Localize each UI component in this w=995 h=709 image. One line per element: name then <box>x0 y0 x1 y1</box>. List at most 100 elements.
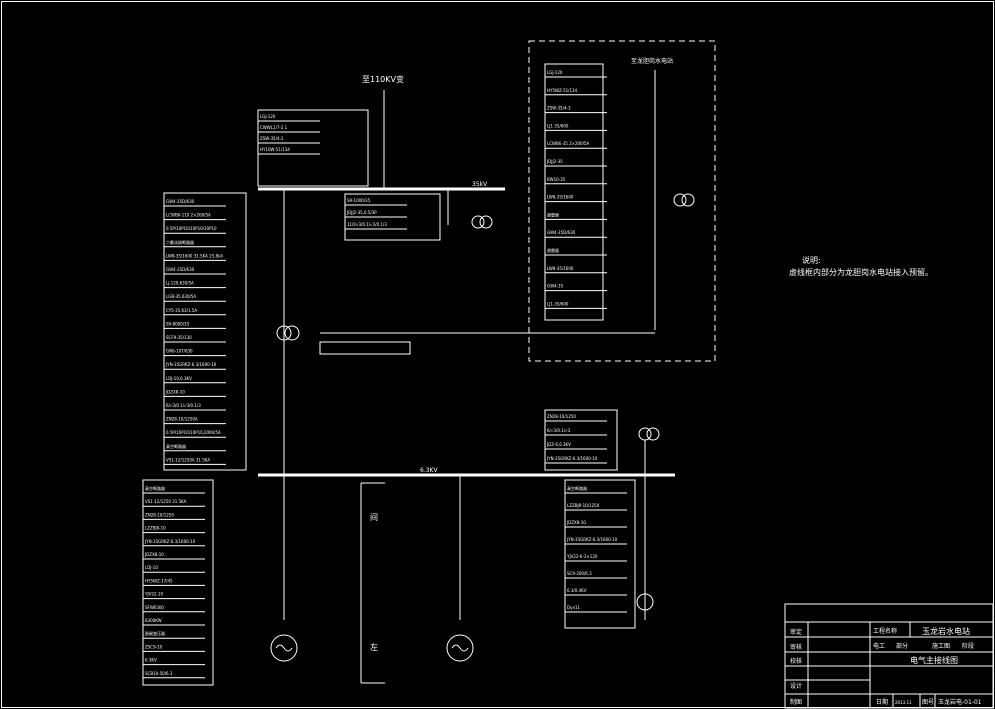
table-cell-gen-left: 6300KW <box>145 618 162 623</box>
table-cell-gen-left: YJV22-10 <box>144 592 163 597</box>
table-cell-right-reserve: LJ1-35/600 <box>547 301 569 306</box>
table-cell-left-main: 真空断路器 <box>166 443 186 449</box>
table-cell-top-line: CWWL1/7-2.1 <box>260 125 288 130</box>
table-right-bottom-top-box <box>544 409 618 471</box>
table-cell-right-reserve: GW4-35D/630 <box>547 230 576 235</box>
table-cell-left-main: 0.5P/10P10/10P10/10P10 <box>166 226 217 231</box>
table-cell-right-bottom-bottom: JYN-35GRKZ-6.3/1600-10 <box>566 537 618 542</box>
tb-role-4: 阶段 <box>962 642 974 650</box>
table-cell-left-main: LGB-35,630/5A <box>166 294 196 299</box>
table-cell-left-main: JDZX8-10 <box>165 389 185 394</box>
feeder-lines <box>283 70 656 620</box>
note-body: 虚线框内部分为龙胆岗水电站接入预留。 <box>789 267 933 277</box>
tb-left-label: 设计 <box>790 682 802 690</box>
table-cell-gen-left: HY5WZ-17/45 <box>145 578 173 583</box>
table-cell-right-bottom-bottom: YJV22-6-3×120 <box>566 554 598 559</box>
table-cell-gen-left: 真空断路器 <box>145 485 165 491</box>
tb-left-label: 制图 <box>790 698 802 706</box>
table-cell-left-main: JYN-35GRKZ-6.3/1600-10 <box>165 362 217 367</box>
table-cell-right-reserve: LW8-35/1600 <box>547 266 574 271</box>
title-block <box>784 603 994 709</box>
table-cell-gen-left: 6.3KV <box>145 658 157 663</box>
table-cell-gen-left: SCB10-50/6.3 <box>145 671 173 676</box>
table-cell-gen-left: 励磁变压器 <box>145 630 165 636</box>
table-cell-right-bottom-bottom: 6.3/0.4KV <box>567 588 587 593</box>
table-cell-left-main: 0.5P/10P10/10P10,2000/5A <box>166 430 221 435</box>
table-cell-gen-left: JYN-35GRKZ-6.3/1600-10 <box>144 539 196 544</box>
generator-left <box>270 634 298 662</box>
table-cell-right-reserve: ZSW-35/4-3 <box>547 106 571 111</box>
tb-project-label: 工程名称 <box>873 627 897 635</box>
tb-role-2: 部分 <box>896 642 908 650</box>
reserve-transformer <box>673 193 695 207</box>
table-cell-right-reserve: LCWB6-35 2×200/5A <box>547 141 589 146</box>
table-cell-left-main: 六氟化硫断路器 <box>166 239 194 245</box>
table-right-bottom-bottom-box <box>564 479 636 629</box>
table-cell-right-bottom-top: JYN-35GRKZ-6.3/1600-10 <box>546 456 598 461</box>
table-cell-left-main: S9-8000/35 <box>166 321 190 326</box>
table-cell-right-reserve: 避雷器 <box>547 211 559 217</box>
table-cell-left-main: GW4-35D/630 <box>166 267 195 272</box>
table-left-main-box <box>163 192 247 471</box>
table-cell-right-bottom-bottom: SC9-200/6.3 <box>567 571 592 576</box>
table-cell-right-bottom-top: ZN28-10/1250 <box>547 414 576 419</box>
tb-role-3: 施工图 <box>932 642 950 650</box>
table-cell-left-main: ZN28-10/1250A <box>166 417 198 422</box>
table-cell-left-main: SCF9-35/130 <box>166 335 192 340</box>
table-cell-left-main: CY5-35,63/1.5A <box>166 308 197 313</box>
table-cell-top-line: ZSW-35/4-2 <box>260 136 284 141</box>
table-gen-left-box <box>142 479 214 686</box>
tb-date-value: 2013.11 <box>895 700 912 705</box>
table-cell-mid-pt: S9-1000/35 <box>347 198 371 203</box>
tb-drawing-no-label: 图号 <box>922 699 934 706</box>
table-cell-left-main: LDJ-10,6.3KV <box>166 376 192 381</box>
main-transformer <box>276 325 300 341</box>
tb-role-1: 电工 <box>873 642 885 650</box>
table-cell-left-main: LCWB6-110 2×200/5A <box>166 213 211 218</box>
table-cell-left-main: LJ-120,630/5A <box>166 281 194 286</box>
tb-date-label: 日期 <box>876 698 888 706</box>
table-cell-left-main: 6/√3/0.1/√3/0.1/3 <box>166 403 201 408</box>
tb-left-label: 校核 <box>790 657 802 665</box>
table-cell-right-bottom-bottom: Dyn11 <box>567 605 581 610</box>
table-cell-gen-left: ZN28-10/1250 <box>145 512 174 517</box>
table-cell-gen-left: SFW6300 <box>145 605 164 610</box>
table-cell-left-main: LW8-35/1600 31.5KA 25.8kA <box>166 253 223 258</box>
table-cell-mid-pt: 110/√3/0.1/√3/0.1/3 <box>347 222 387 227</box>
table-cell-right-reserve: 避雷器 <box>547 247 559 253</box>
table-cell-right-bottom-bottom: JDZX8-10 <box>566 520 586 525</box>
table-cell-top-line: LGJ-120 <box>260 114 276 119</box>
gen-label-left: 间 <box>370 513 378 522</box>
table-cell-right-bottom-bottom: 真空断路器 <box>567 485 587 491</box>
station-transformer <box>471 215 493 229</box>
table-cell-top-line: HY10W-51/134 <box>260 147 290 152</box>
table-cell-gen-left: VS1-12/1250 31.5KA <box>145 499 187 504</box>
table-cell-right-reserve: LJ1-35/600 <box>547 123 569 128</box>
tb-left-label: 审定 <box>790 628 802 636</box>
equipment-tables: LGJ-120CWWL1/7-2.1ZSW-35/4-2HY10W-51/134… <box>143 70 627 679</box>
cable-label-box <box>319 341 411 355</box>
table-cell-right-reserve: GW4-35 <box>547 284 564 289</box>
table-cell-left-main: GN6-10T/630 <box>166 349 193 354</box>
table-cell-gen-left: ZSC9-10 <box>145 644 163 649</box>
table-cell-right-reserve: RW10-35 <box>547 177 566 182</box>
incoming-line-label: 至110KV变 <box>362 74 404 84</box>
gen-label-right: 左 <box>370 642 378 652</box>
table-cell-gen-left: LZZBJ9-10 <box>145 526 166 531</box>
lv-right-transformer <box>636 427 660 611</box>
table-cell-right-bottom-top: JDZ-6,6.3KV <box>546 442 571 447</box>
hv-bus-label: 35kV <box>472 181 488 188</box>
tb-drawing-no: 玉龙岩电-01-01 <box>938 698 982 706</box>
table-top-line-box <box>257 109 369 187</box>
table-cell-left-main: VS1-12/1250A 31.5KA <box>166 457 210 462</box>
lv-bus-label: 6.3KV <box>420 467 438 474</box>
generator-right <box>446 634 474 662</box>
tb-left-label: 审核 <box>790 643 802 651</box>
reserve-label: 至龙胆岗水电站 <box>631 57 673 65</box>
reserve-dashed-box <box>528 40 716 362</box>
table-cell-right-bottom-bottom: LZZBJ9-10/1250 <box>567 503 600 508</box>
table-cell-gen-left: JDZX8-10 <box>144 552 164 557</box>
table-cell-right-reserve: LW8-35/1600 <box>547 195 574 200</box>
